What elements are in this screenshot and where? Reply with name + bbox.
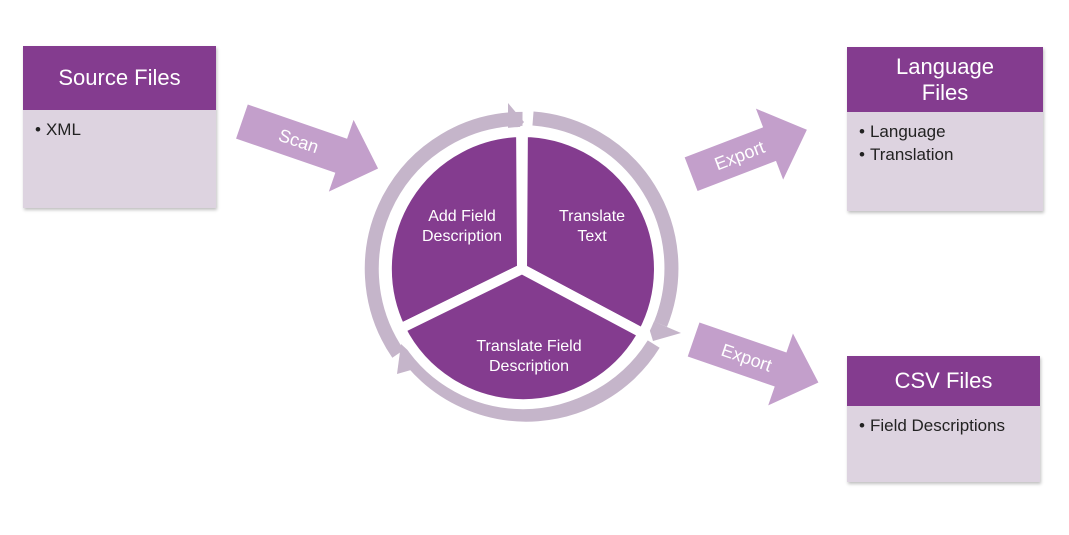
list-item: Field Descriptions (859, 414, 1040, 437)
segment-1-label-line-1: Add Field (428, 208, 496, 225)
list-item: XML (35, 118, 216, 141)
segment-2-label-line-2: Text (577, 228, 607, 245)
list-item: Language (859, 120, 1043, 143)
language-files-title: Language Files (847, 47, 1043, 112)
source-files-body: XML (23, 110, 216, 208)
csv-files-body: Field Descriptions (847, 406, 1040, 482)
ring-arrowhead-left (397, 344, 425, 374)
cycle-ring (364, 103, 681, 422)
segment-add-field-description (381, 126, 528, 336)
export-arrow-csv: Export (687, 322, 819, 406)
ring-arc-bottom (407, 340, 660, 422)
scan-arrow: Scan (236, 104, 379, 192)
segment-1-label-line-2: Description (422, 228, 502, 245)
source-files-title: Source Files (23, 46, 216, 110)
ring-arc-right (532, 111, 679, 327)
csv-files-box: CSV Files Field Descriptions (847, 356, 1040, 482)
language-files-list: Language Translation (859, 120, 1043, 166)
source-files-list: XML (35, 118, 216, 141)
ring-arrowhead-right (646, 318, 681, 341)
ring-arc-left (364, 111, 523, 358)
csv-files-title: CSV Files (847, 356, 1040, 406)
segment-2-label-line-1: Translate (559, 208, 625, 225)
scan-arrow-shape (236, 104, 379, 192)
segment-translate-field-description (393, 263, 650, 410)
language-files-body: Language Translation (847, 112, 1043, 211)
csv-files-list: Field Descriptions (859, 414, 1040, 437)
list-item: Translation (859, 143, 1043, 166)
language-files-box: Language Files Language Translation (847, 47, 1043, 211)
source-files-box: Source Files XML (23, 46, 216, 208)
export-arrow-language-shape (684, 108, 807, 192)
cycle-segments (381, 126, 664, 410)
segment-3-label-line-2: Description (489, 358, 569, 375)
export-arrow-csv-shape (687, 322, 819, 406)
segment-3-label-line-1: Translate Field (476, 338, 581, 355)
export-arrow-language: Export (684, 108, 807, 192)
